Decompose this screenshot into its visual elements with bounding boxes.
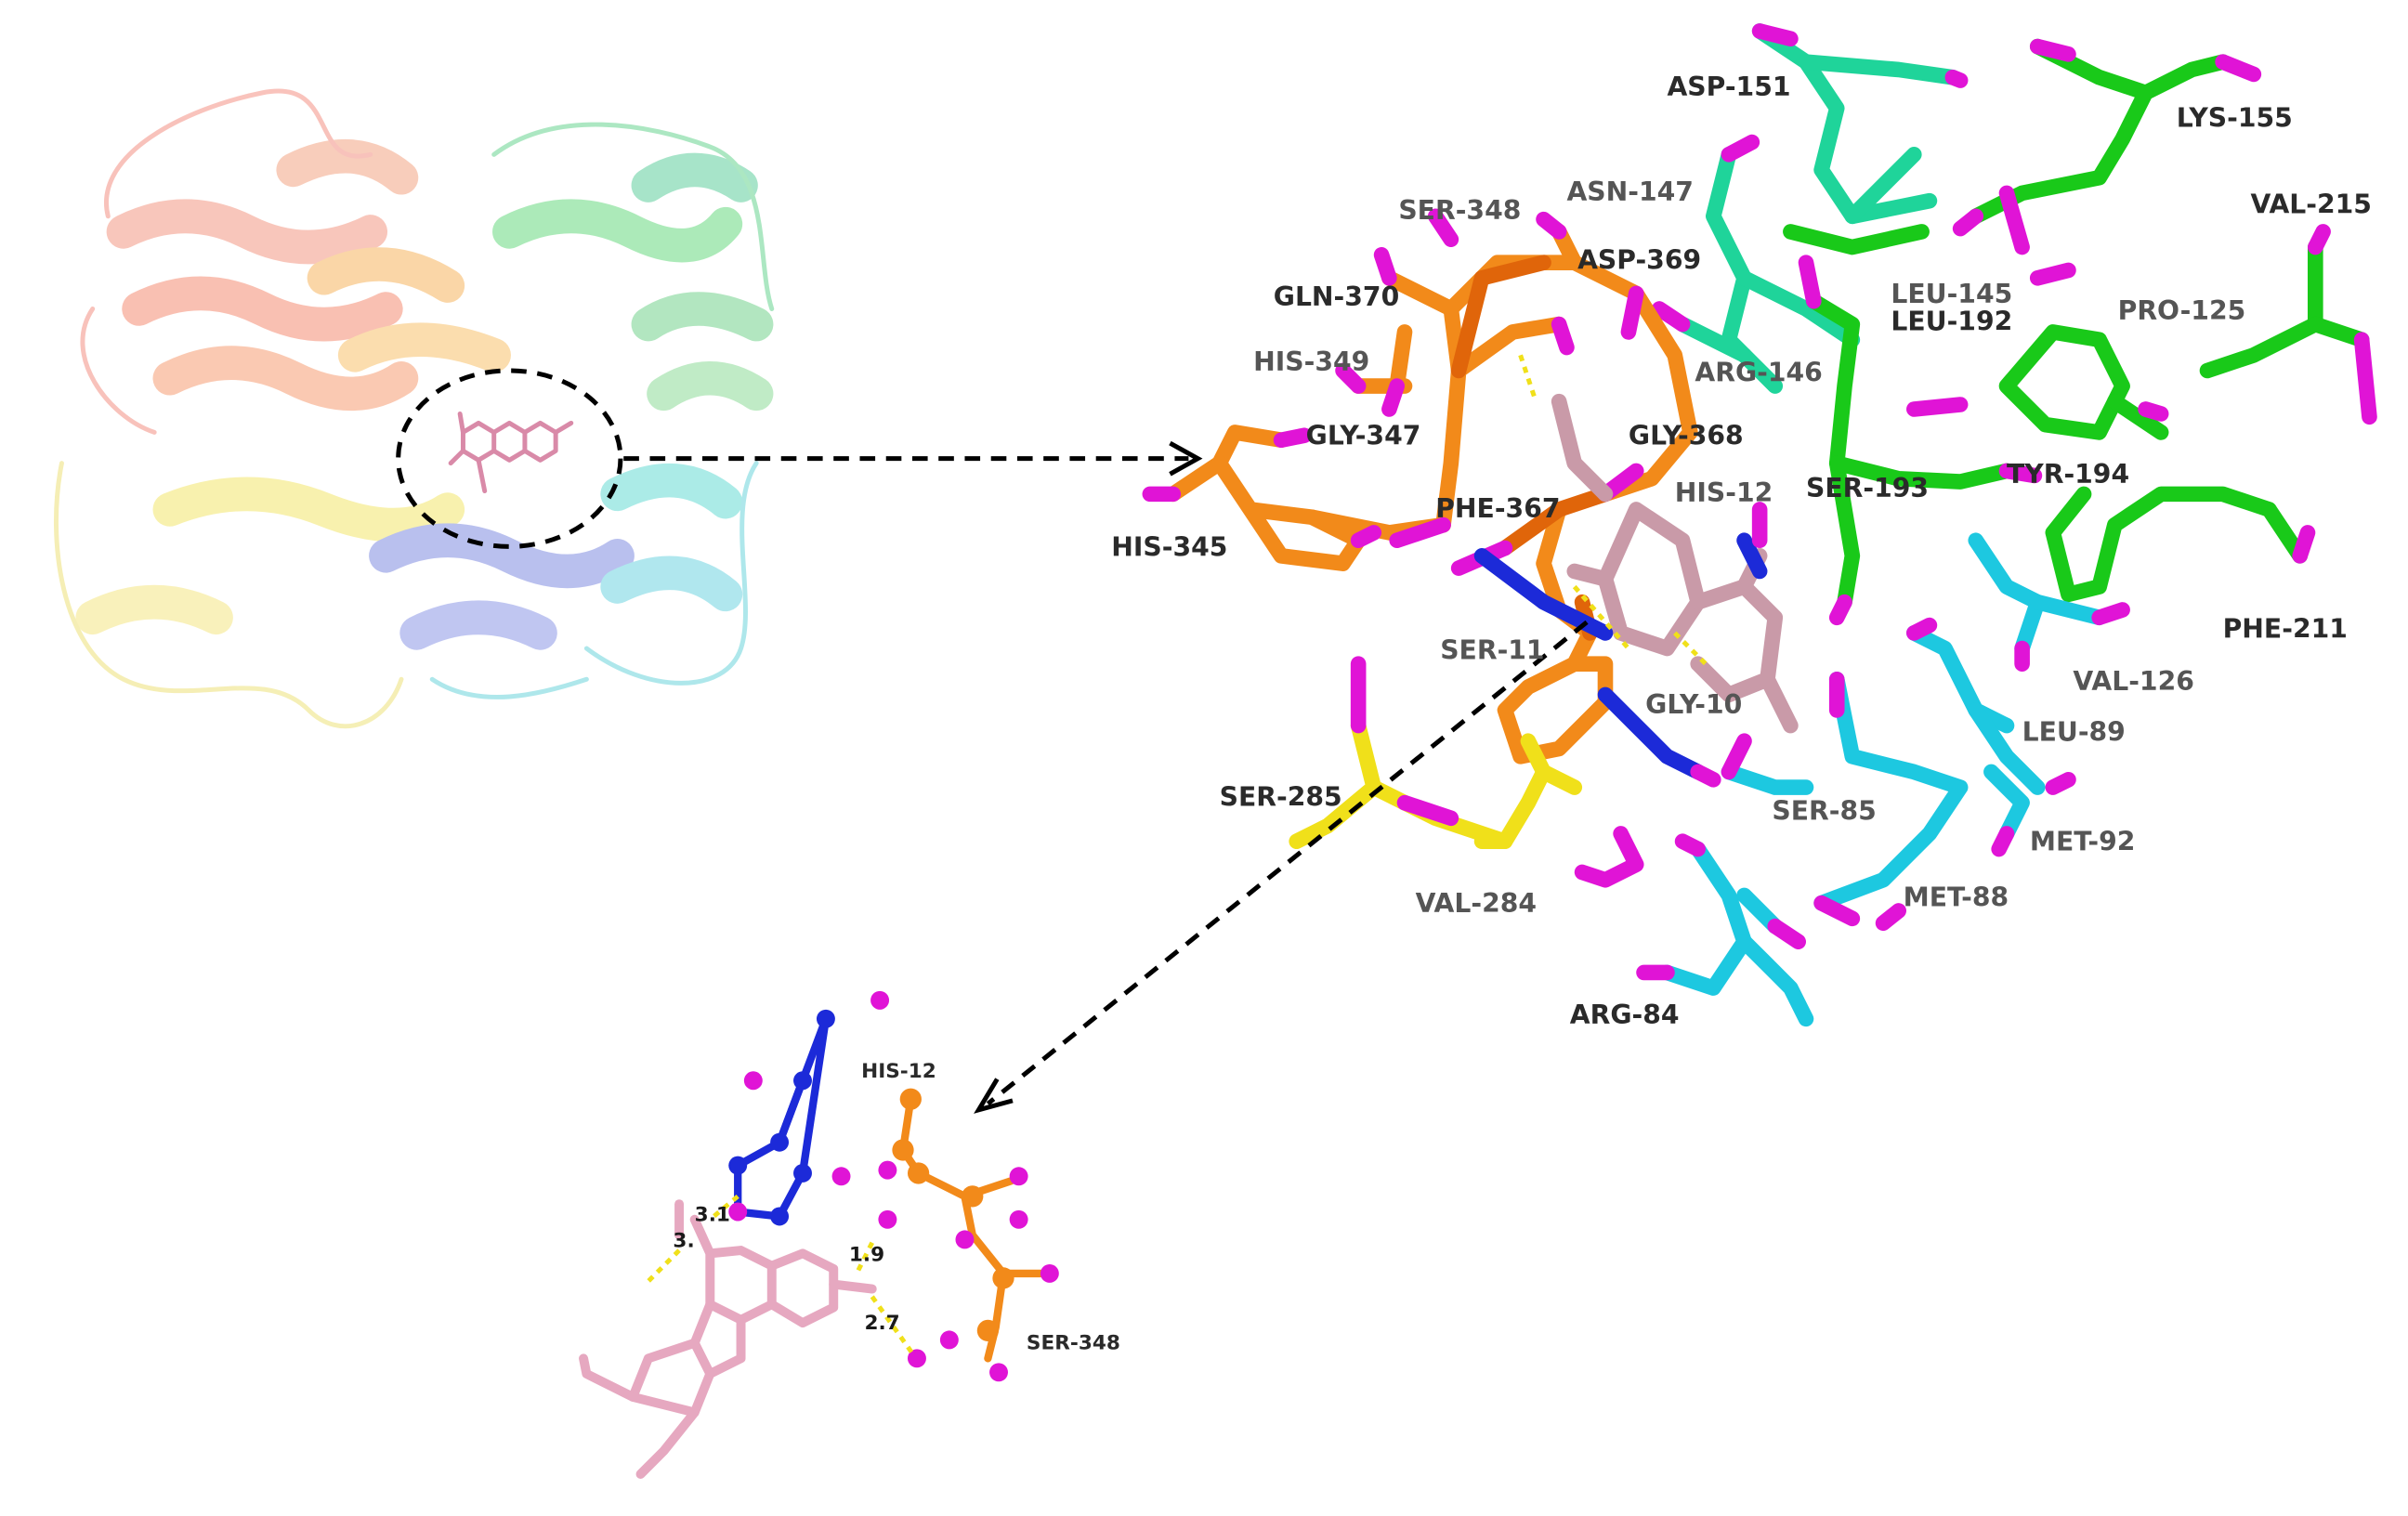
residue-label-met-88: MET-88 bbox=[1904, 882, 2009, 913]
loop-yellow bbox=[53, 461, 404, 729]
residue-label-met-92: MET-92 bbox=[2030, 827, 2136, 857]
residues-cyan-tips bbox=[1574, 602, 2130, 981]
residue-label-arg-84: ARG-84 bbox=[1570, 1000, 1680, 1030]
residues-cyan bbox=[1659, 532, 2107, 1027]
closeup-hbonds bbox=[647, 1194, 916, 1357]
residue-label-val-126: VAL-126 bbox=[2073, 666, 2193, 697]
residues-yellow-tips bbox=[1350, 656, 1459, 827]
residue-label-asp-151: ASP-151 bbox=[1667, 72, 1790, 102]
residues-blue-tips bbox=[1690, 502, 1768, 788]
residue-label-his-349: HIS-349 bbox=[1253, 346, 1369, 377]
residue-label-ser-85: SER-85 bbox=[1772, 795, 1876, 826]
closeup-his12 bbox=[728, 990, 890, 1226]
residues-teal bbox=[1674, 23, 1961, 394]
residue-label-gly-10: GLY-10 bbox=[1645, 689, 1742, 720]
residue-label-asn-147: ASN-147 bbox=[1566, 176, 1693, 207]
binding-site-highlight-ellipse bbox=[396, 368, 623, 549]
closeup-ser348 bbox=[878, 1088, 1059, 1382]
residue-label-ser-285: SER-285 bbox=[1220, 782, 1342, 813]
closeup-label-ser-348: SER-348 bbox=[1027, 1331, 1120, 1354]
residue-label-gln-370: GLN-370 bbox=[1274, 281, 1399, 312]
residue-label-his-12: HIS-12 bbox=[1675, 477, 1773, 508]
residue-label-asp-369: ASP-369 bbox=[1577, 244, 1701, 275]
residue-label-phe-367: PHE-367 bbox=[1435, 493, 1560, 524]
hbond-distance-d-3: 3. bbox=[673, 1230, 694, 1253]
overview-ligand bbox=[448, 411, 574, 494]
residues-green-tips bbox=[1798, 38, 2377, 626]
closeup-panel bbox=[579, 990, 1059, 1479]
binding-site-panel bbox=[1142, 23, 2377, 1027]
residue-label-gly-368: GLY-368 bbox=[1629, 421, 1744, 451]
helix-cluster-blue bbox=[369, 463, 743, 650]
residue-label-lys-155: LYS-155 bbox=[2177, 102, 2293, 133]
helix-cluster-red bbox=[106, 138, 419, 412]
residue-label-ser-193: SER-193 bbox=[1806, 473, 1929, 503]
residue-label-val-284: VAL-284 bbox=[1416, 888, 1537, 919]
loop-cyan bbox=[429, 461, 759, 699]
loop-green bbox=[491, 122, 775, 311]
loop-red bbox=[80, 88, 373, 435]
closeup-label-his-12: HIS-12 bbox=[861, 1060, 936, 1083]
protein-overview-panel bbox=[53, 88, 775, 729]
hbond-distance-d-2-7: 2.7 bbox=[864, 1312, 899, 1335]
residue-label-phe-211: PHE-211 bbox=[2223, 613, 2348, 644]
helix-orange bbox=[307, 247, 511, 372]
residue-label-pro-125: PRO-125 bbox=[2118, 295, 2246, 326]
residue-label-gly-347: GLY-347 bbox=[1306, 421, 1421, 451]
hbond-distance-d-1-9: 1.9 bbox=[849, 1244, 884, 1267]
helix-cluster-yellow bbox=[75, 477, 465, 635]
residue-label-leu-192: LEU-192 bbox=[1891, 307, 2012, 337]
residue-label-leu-145: LEU-145 bbox=[1891, 279, 2012, 309]
hbond-distance-labels: 3.13. 1.9 2.7 bbox=[673, 1203, 899, 1334]
residues-teal-tips bbox=[1651, 23, 1969, 333]
residue-label-ser-11: SER-11 bbox=[1440, 635, 1544, 666]
binding-site-hbonds bbox=[1518, 354, 1708, 666]
residue-label-val-215: VAL-215 bbox=[2251, 189, 2372, 219]
residue-label-ser-348: SER-348 bbox=[1398, 195, 1521, 226]
residue-label-arg-146: ARG-146 bbox=[1695, 358, 1822, 388]
closeup-ligand bbox=[579, 1199, 877, 1479]
residue-label-his-345: HIS-345 bbox=[1111, 531, 1227, 562]
arrow-to-binding-site bbox=[623, 440, 1203, 477]
helix-cluster-green bbox=[492, 152, 774, 412]
residue-label-leu-89: LEU-89 bbox=[2022, 717, 2126, 748]
residue-label-tyr-194: TYR-194 bbox=[2007, 459, 2129, 490]
arrow-to-closeup bbox=[974, 620, 1589, 1114]
hbond-distance-d-3-1: 3.1 bbox=[695, 1203, 730, 1226]
